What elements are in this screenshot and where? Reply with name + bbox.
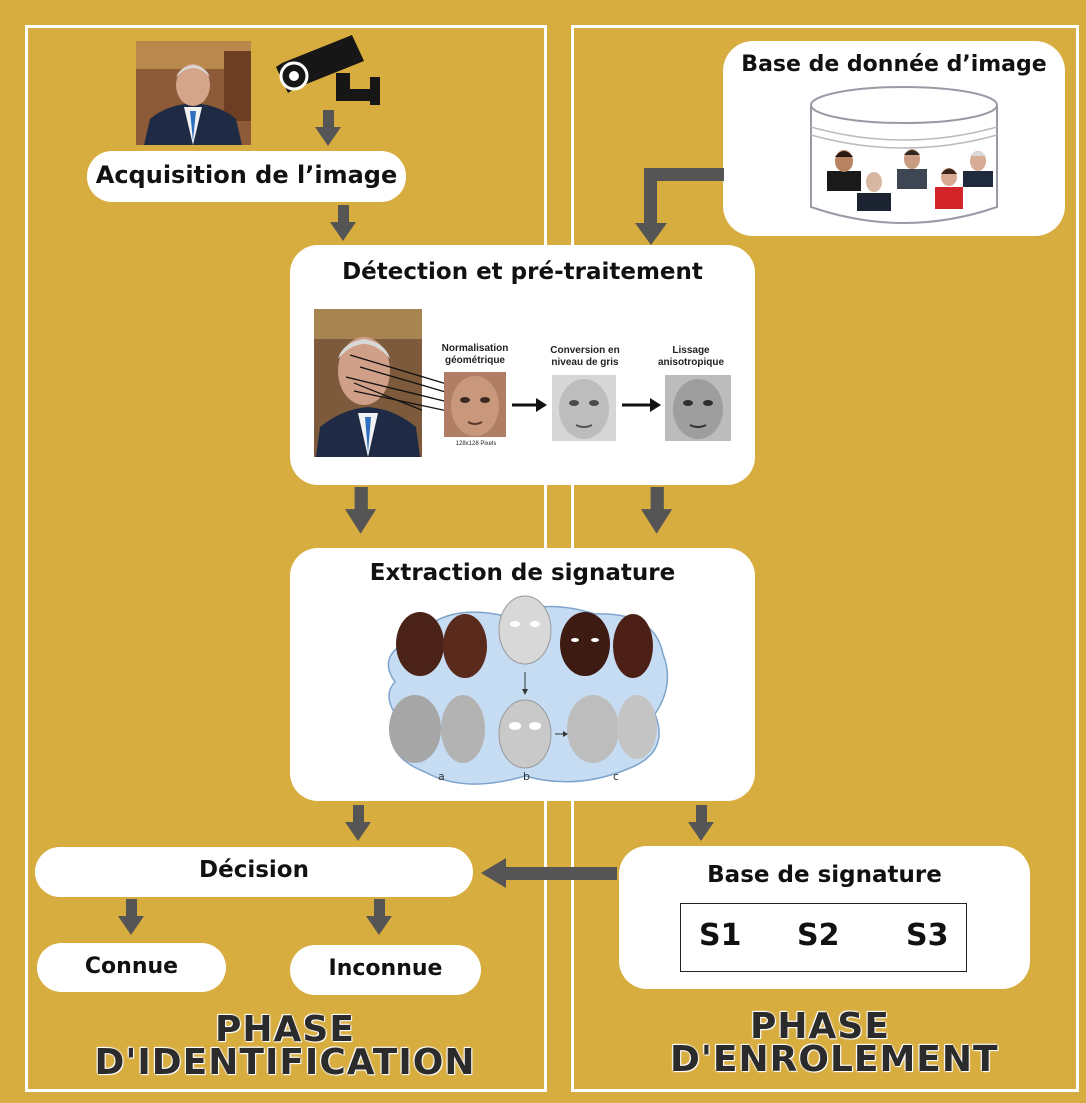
- arrow-extraction-to-signature-base: [688, 805, 714, 841]
- database-face-5: [963, 151, 993, 187]
- elbow-arrow-vertical: [644, 168, 657, 225]
- detection-preprocessing-box: Détection et pré-traitement Normalisatio…: [290, 245, 755, 485]
- arrow-to-smoothing: [622, 398, 661, 412]
- gray-face-model-1: [389, 695, 441, 763]
- arrow-horizontal-shaft: [505, 867, 617, 880]
- identification-phase-title-line1: PHASE: [215, 1009, 355, 1050]
- dark-face-model-3: [560, 612, 610, 676]
- identification-phase-title: PHASE D'IDENTIFICATION: [85, 1009, 485, 1083]
- image-database-box: Base de donnée d’image: [723, 41, 1065, 236]
- grayscale-face-image: [552, 375, 616, 441]
- step-grayscale-line2: niveau de gris: [551, 357, 619, 368]
- 3d-face-models-illustration: [387, 595, 669, 785]
- panel-label-b: b: [523, 770, 530, 783]
- gray-face-model-4: [617, 695, 657, 759]
- dark-face-model-2: [443, 614, 487, 678]
- gray-face-model-2: [441, 695, 485, 763]
- step-normalisation-line1: Normalisation: [441, 343, 509, 354]
- image-database-label: Base de donnée d’image: [741, 52, 1047, 77]
- signature-s3: S3: [906, 918, 949, 953]
- step-grayscale-label: Conversion en niveau de gris: [540, 345, 630, 369]
- database-face-4: [935, 168, 963, 209]
- dark-face-model-1: [396, 612, 444, 676]
- arrow-detection-to-extraction-right: [641, 487, 673, 534]
- identification-phase-title-line2: D'IDENTIFICATION: [94, 1042, 476, 1083]
- portrait-photo: [136, 41, 251, 145]
- enrolement-phase-title-line2: D'ENROLEMENT: [670, 1039, 999, 1080]
- database-cylinder-icon: [810, 86, 998, 224]
- arrow-detection-to-extraction-left: [345, 487, 377, 534]
- acquisition-label: Acquisition de l’image: [95, 161, 398, 189]
- step-grayscale-line1: Conversion en: [550, 345, 620, 356]
- signature-s1: S1: [699, 918, 742, 953]
- detection-preprocessing-title: Détection et pré-traitement: [342, 259, 703, 285]
- arrow-decision-to-inconnue: [366, 899, 392, 935]
- dark-face-model-4: [613, 614, 653, 678]
- unknown-outcome-box: Inconnue: [290, 945, 481, 995]
- database-face-2: [857, 172, 891, 211]
- normalized-face-image: [444, 372, 506, 437]
- enrolement-phase-title: PHASE D'ENROLEMENT: [670, 1006, 999, 1080]
- step-smoothing-line1: Lissage: [672, 345, 710, 356]
- enrolement-phase-title-line1: PHASE: [750, 1006, 890, 1047]
- white-face-mask-1: [498, 595, 552, 665]
- signature-table: S1 S2 S3: [680, 903, 967, 972]
- panel-label-c: c: [613, 770, 620, 783]
- acquisition-box: Acquisition de l’image: [87, 151, 406, 202]
- arrow-to-grayscale: [512, 398, 547, 412]
- database-face-3: [897, 149, 927, 189]
- step-smoothing-line2: anisotropique: [657, 357, 725, 368]
- unknown-outcome-label: Inconnue: [328, 956, 443, 981]
- step-normalisation-line2: géométrique: [444, 355, 505, 366]
- arrow-camera-to-acquisition: [315, 110, 341, 146]
- elbow-arrow-head: [635, 223, 667, 245]
- arrow-acquisition-to-detection: [330, 205, 356, 241]
- arrow-decision-to-connue: [118, 899, 144, 935]
- camera-icon: [276, 35, 380, 105]
- signature-base-label: Base de signature: [707, 862, 942, 888]
- signature-s2: S2: [797, 918, 840, 953]
- panel-label-a: a: [438, 770, 445, 783]
- signature-extraction-box: Extraction de signature: [290, 548, 755, 801]
- decision-box: Décision: [35, 847, 473, 897]
- elbow-arrow-horizontal: [644, 168, 724, 181]
- arrow-extraction-to-decision: [345, 805, 371, 841]
- step-smoothing-label: Lissage anisotropique: [646, 345, 736, 369]
- gray-face-model-3: [567, 695, 619, 763]
- decision-label: Décision: [199, 857, 309, 883]
- known-outcome-label: Connue: [84, 954, 179, 979]
- size-note-label: 128x128 Pixels: [455, 441, 497, 447]
- arrow-horizontal-head: [481, 858, 506, 888]
- signature-base-box: Base de signature S1 S2 S3: [619, 846, 1030, 989]
- known-outcome-box: Connue: [37, 943, 226, 992]
- smoothed-face-image: [665, 375, 731, 441]
- database-face-1: [827, 150, 861, 191]
- step-normalisation-label: Normalisation géométrique: [430, 343, 520, 367]
- white-face-mask-2: [498, 699, 552, 769]
- signature-extraction-title: Extraction de signature: [369, 560, 676, 586]
